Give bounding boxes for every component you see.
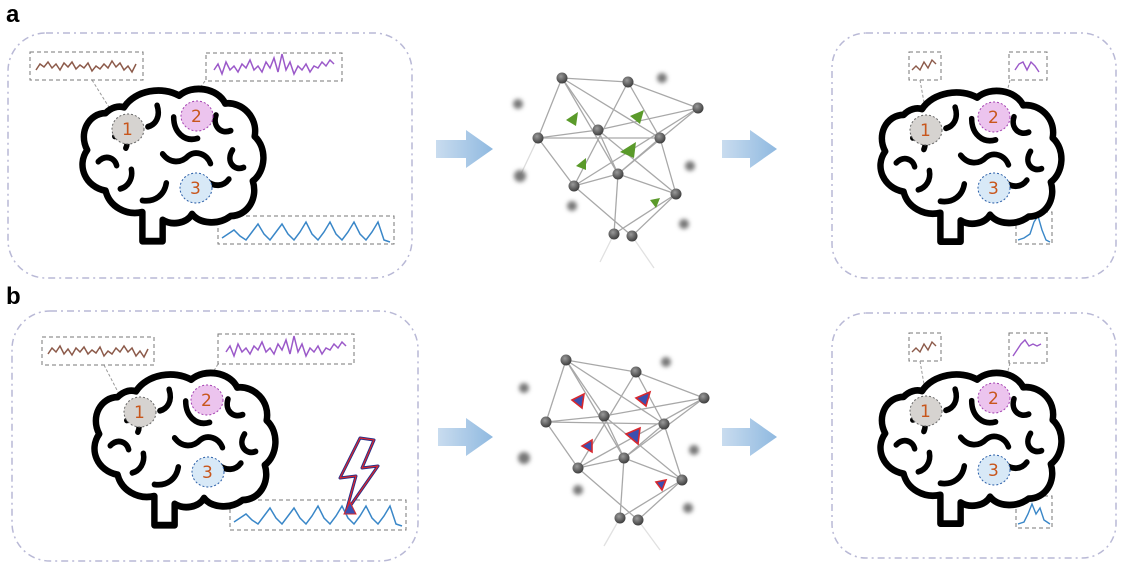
region-2-label: 2 [191, 107, 202, 127]
panel-a: a 1 2 3 [6, 1, 1117, 279]
output-region-3-label: 3 [988, 461, 999, 481]
region-1-label: 1 [134, 403, 145, 423]
region-3-label: 3 [190, 179, 201, 199]
output-region-2-label: 2 [988, 389, 999, 409]
panel-label-b: b [6, 283, 21, 310]
arrow-to-output [722, 418, 777, 456]
output-signal-box-region-1 [908, 332, 942, 391]
output-region-1-label: 1 [920, 402, 931, 422]
region-1-marker: 1 [123, 396, 157, 428]
brain-network [518, 354, 710, 551]
arrow-to-output [722, 130, 777, 168]
output-region-3-marker: 3 [977, 172, 1011, 204]
network-activity-triangles [570, 390, 668, 492]
output-region-2-marker: 2 [977, 101, 1011, 133]
region-3-marker: 3 [191, 456, 225, 488]
region-2-marker: 2 [190, 384, 224, 416]
network-background-nodes [518, 357, 699, 513]
input-panel-frame [11, 310, 419, 562]
output-region-2-marker: 2 [977, 382, 1011, 414]
arrow-to-network [436, 130, 493, 168]
region-1-label: 1 [122, 120, 133, 140]
region-1-marker: 1 [111, 113, 145, 145]
input-panel-frame [7, 32, 413, 279]
output-region-3-label: 3 [988, 179, 999, 199]
brain-illustration [82, 89, 263, 241]
network-activity-triangles [566, 110, 660, 208]
output-region-3-marker: 3 [977, 454, 1011, 486]
arrow-to-network [438, 418, 493, 456]
panel-b: b 1 2 3 [6, 283, 1117, 562]
output-region-2-label: 2 [988, 108, 999, 128]
output-brain-illustration [880, 373, 1061, 524]
lightning-bolt-icon [338, 436, 380, 515]
brain-illustration [94, 373, 275, 525]
region-2-label: 2 [201, 391, 212, 411]
output-brain-illustration [880, 91, 1061, 242]
output-region-1-label: 1 [920, 121, 931, 141]
output-region-1-marker: 1 [909, 395, 943, 427]
signal-box-region-1 [41, 336, 155, 393]
region-3-label: 3 [202, 463, 213, 483]
output-region-1-marker: 1 [909, 114, 943, 146]
panel-label-a: a [6, 1, 20, 28]
region-2-marker: 2 [180, 100, 214, 132]
region-3-marker: 3 [179, 172, 213, 204]
output-panel-frame [831, 32, 1117, 279]
network-background-nodes [513, 73, 695, 229]
output-panel-frame [831, 312, 1117, 559]
network-nodes [532, 72, 704, 242]
output-signal-box-region-1 [908, 51, 942, 109]
network-nodes [540, 354, 710, 526]
network-edges [519, 77, 699, 269]
brain-network [513, 72, 704, 269]
